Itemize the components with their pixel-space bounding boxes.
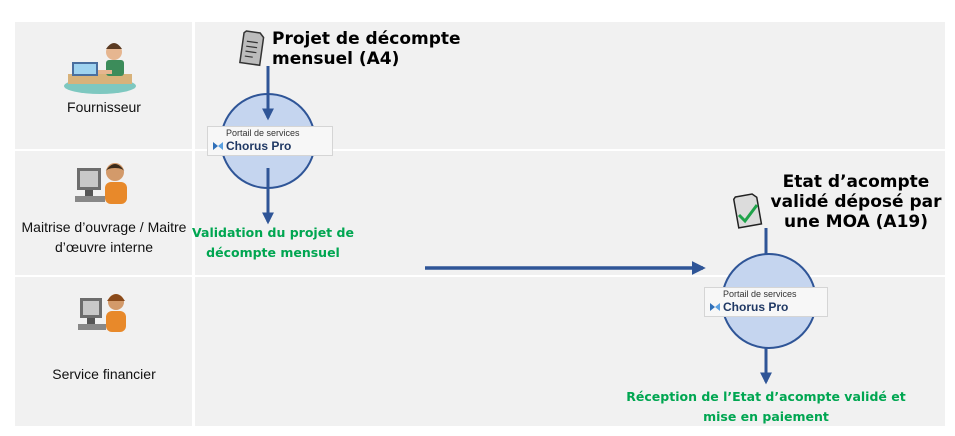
portal-name: Chorus Pro: [226, 139, 292, 153]
validated-document-icon: [732, 193, 763, 229]
lane-label-moa: Maitrise d’ouvrage / Maitre d’œuvre inte…: [21, 219, 187, 255]
document-title-a4: Projet de décompte mensuel (A4): [272, 29, 461, 69]
chorus-pro-logo-icon: [710, 303, 720, 311]
lane-divider: [15, 275, 945, 277]
step-caption-validation: Validation du projet de décompte mensuel: [192, 225, 354, 260]
portal-caption: Portail de services: [226, 128, 300, 138]
step-caption-reception: Réception de l’Etat d’acompte validé et …: [626, 389, 906, 424]
portal-caption: Portail de services: [723, 289, 797, 299]
lane-label-fournisseur: Fournisseur: [67, 99, 141, 115]
person-computer-icon: [78, 294, 126, 332]
label-column-divider: [192, 22, 195, 426]
lane-label-service-financier: Service financier: [52, 366, 156, 382]
lane-band-fournisseur: [15, 22, 945, 150]
lane-band-moa: [15, 150, 945, 276]
supplier-desk-icon: [64, 43, 136, 94]
person-computer-icon: [75, 163, 127, 204]
document-title-a19: Etat d’acompte validé déposé par une MOA…: [770, 172, 942, 232]
chorus-pro-logo-icon: [213, 142, 223, 150]
portal-name: Chorus Pro: [723, 300, 789, 314]
chorus-pro-badge: Portail de services Chorus Pro: [704, 287, 828, 317]
lane-divider: [15, 149, 945, 151]
document-icon: [239, 30, 265, 67]
chorus-pro-badge: Portail de services Chorus Pro: [207, 126, 333, 156]
